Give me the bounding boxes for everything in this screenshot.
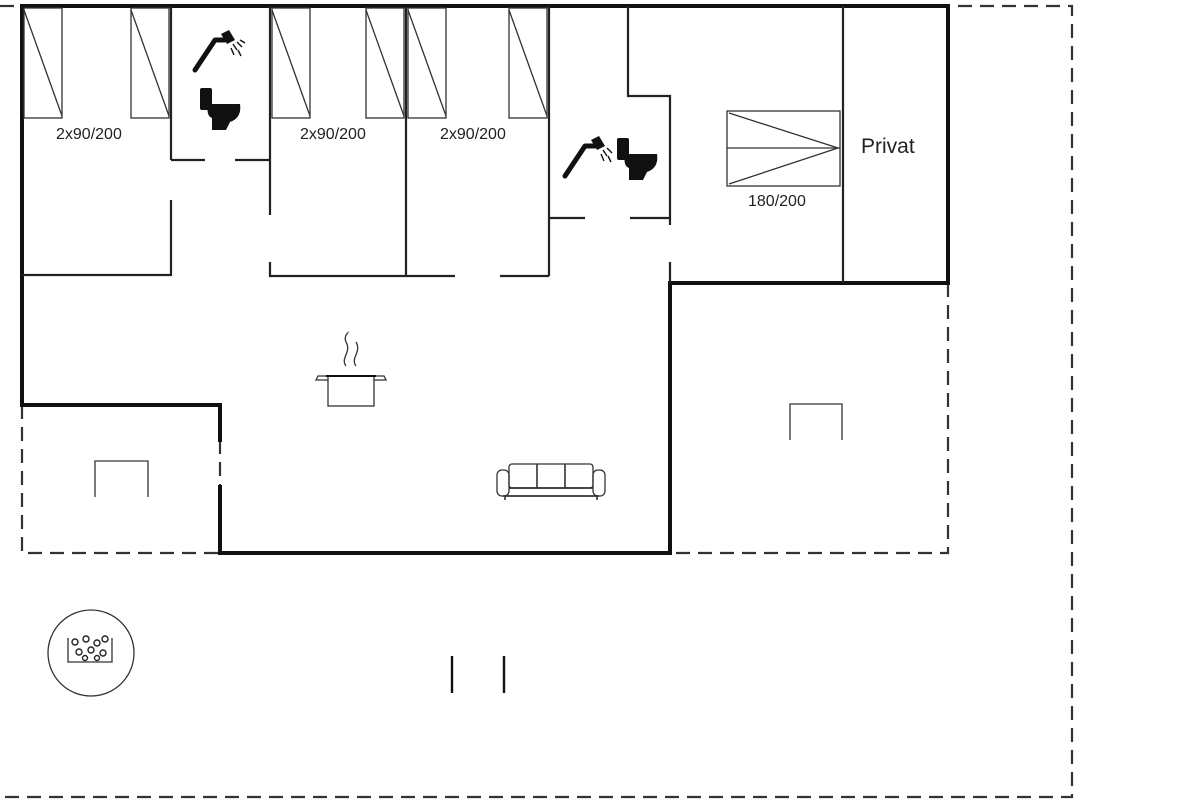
private-room-label: Privat (861, 135, 915, 158)
door-opening-icon (450, 656, 506, 693)
bed-size-label-room-1: 2x90/200 (56, 126, 122, 143)
sofa-icon (496, 463, 606, 500)
double-bed (726, 110, 841, 187)
shower-icon (562, 136, 613, 179)
toilet-icon (617, 138, 658, 180)
cooking-pot-icon (314, 331, 388, 407)
table-icon (94, 460, 149, 497)
bed-pair-room-1 (23, 7, 170, 119)
bed-pair-room-3 (407, 7, 548, 119)
shower-icon (192, 30, 246, 73)
bed-pair-room-2 (271, 7, 405, 119)
table-icon (789, 403, 843, 440)
plot-boundary (0, 4, 1074, 799)
terrace-right (670, 283, 950, 555)
bed-size-label-master: 180/200 (748, 193, 806, 210)
hot-tub-icon (47, 609, 135, 697)
bed-size-label-room-2: 2x90/200 (300, 126, 366, 143)
bed-size-label-room-3: 2x90/200 (440, 126, 506, 143)
terrace-left (20, 405, 222, 555)
toilet-icon (200, 88, 241, 130)
exterior-walls (20, 4, 950, 555)
interior-walls (22, 6, 845, 283)
